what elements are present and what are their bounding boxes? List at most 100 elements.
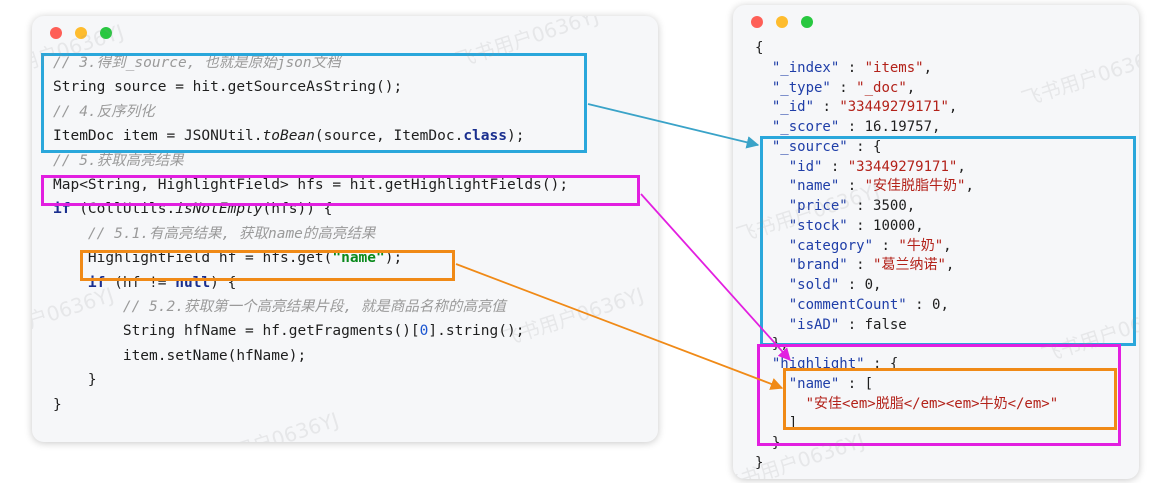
code-token: // 4.反序列化 xyxy=(53,103,155,120)
code-token: , xyxy=(940,296,949,313)
highlight-fields-code-highlight-box xyxy=(41,175,640,206)
json-line: "_index" : "items", xyxy=(755,59,932,79)
highlight-fields-connector-arrow xyxy=(640,193,791,361)
code-token: , xyxy=(932,119,941,135)
code-token: "id" xyxy=(788,158,823,175)
code-token: String source = hit.getSourceAsString(); xyxy=(53,79,403,96)
code-token: "_score" xyxy=(771,119,840,135)
code-token: "sold" xyxy=(788,277,840,293)
code-token: , xyxy=(873,277,882,293)
json-line: "_id" : "33449279171", xyxy=(755,98,957,118)
code-token: : xyxy=(839,316,865,333)
code-token: : xyxy=(830,79,857,96)
json-line: "_source" : { xyxy=(755,138,882,158)
code-token: // 5.1.有高亮结果, 获取name的高亮结果 xyxy=(87,225,376,242)
code-line: // 3.得到_source, 也就是原始json文档 xyxy=(53,53,341,73)
code-line: } xyxy=(53,395,62,415)
code-token: ] xyxy=(788,415,798,432)
code-token: 0 xyxy=(864,277,874,293)
json-line: "category" : "牛奶", xyxy=(755,237,952,257)
code-token: class xyxy=(463,128,507,145)
code-token: , xyxy=(906,198,916,214)
code-token: : xyxy=(847,198,874,214)
code-line: // 4.反序列化 xyxy=(53,102,155,122)
code-token: , xyxy=(957,158,966,175)
code-token: "安佳脱脂牛奶" xyxy=(864,178,966,195)
highlight-json-highlight-box xyxy=(757,344,1121,446)
json-line: { xyxy=(755,39,763,59)
json-line: "_score" : 16.19757, xyxy=(755,118,941,138)
code-token: toBean xyxy=(262,128,315,145)
close-window-button[interactable] xyxy=(50,27,62,39)
minimize-window-button[interactable] xyxy=(75,27,87,39)
code-token: "_source" xyxy=(771,138,848,155)
code-token: 0 xyxy=(419,323,429,340)
code-line: ItemDoc item = JSONUtil.toBean(source, I… xyxy=(53,126,524,146)
code-token: , xyxy=(923,59,933,76)
code-token: : xyxy=(839,277,865,293)
code-token: String hfName = hf.getFragments()[ xyxy=(122,323,420,340)
code-token: "name" xyxy=(332,250,385,267)
code-token: : xyxy=(873,237,899,254)
code-token: : xyxy=(847,257,874,274)
code-token: "brand" xyxy=(788,257,848,274)
code-line: String source = hit.getSourceAsString(); xyxy=(53,77,402,97)
code-line: // 5.1.有高亮结果, 获取name的高亮结果 xyxy=(53,224,376,244)
json-line: "commentCount" : 0, xyxy=(755,296,949,316)
code-token: , xyxy=(965,178,974,195)
code-token: 0 xyxy=(932,296,941,313)
hf-name-code-highlight-box xyxy=(80,250,455,281)
json-line: "安佳<em>脱脂</em><em>牛奶</em>" xyxy=(755,395,1059,415)
minimize-window-button[interactable] xyxy=(776,16,788,28)
code-token: 3500 xyxy=(873,198,907,214)
code-token: : xyxy=(839,59,865,76)
code-token: } xyxy=(755,454,764,471)
code-token: { xyxy=(755,40,764,56)
code-editor-window: // 3.得到_source, 也就是原始json文档 String source… xyxy=(32,16,658,442)
highlight-name-json-highlight-box xyxy=(783,368,1117,430)
code-token: : xyxy=(839,119,865,135)
code-token: // 3.得到_source, 也就是原始json文档 xyxy=(53,55,341,71)
hf-name-connector-arrow xyxy=(455,263,784,390)
code-token: : { xyxy=(864,356,899,372)
json-line: } xyxy=(755,454,763,474)
code-line: // 5.2.获取第一个高亮结果片段, 就是商品名称的高亮值 xyxy=(53,297,506,317)
code-token: : xyxy=(847,217,874,234)
source-connector-arrow xyxy=(587,103,760,149)
json-line: ] xyxy=(755,414,797,434)
zoom-window-button[interactable] xyxy=(801,16,813,28)
source-code-highlight-box xyxy=(41,53,587,153)
code-token: // 5.2.获取第一个高亮结果片段, 就是商品名称的高亮值 xyxy=(122,299,506,315)
code-token: "安佳<em>脱脂</em><em>牛奶</em>" xyxy=(805,395,1059,412)
code-token: Map<String, HighlightField> hfs = hit.ge… xyxy=(53,177,569,193)
code-line: // 5.获取高亮结果 xyxy=(53,151,184,171)
code-token: "_type" xyxy=(771,79,831,96)
json-line: "name" : [ xyxy=(755,375,873,395)
code-line: String hfName = hf.getFragments()[0].str… xyxy=(53,321,525,341)
json-line: "price" : 3500, xyxy=(755,197,915,217)
code-token: "category" xyxy=(788,237,874,254)
code-token: : xyxy=(822,158,848,175)
code-token: "_doc" xyxy=(856,79,907,96)
code-token: } xyxy=(53,396,62,413)
json-line: "stock" : 10000, xyxy=(755,217,924,237)
code-token: "commentCount" xyxy=(788,296,907,313)
zoom-window-button[interactable] xyxy=(100,27,112,39)
code-token: : { xyxy=(847,138,882,155)
json-line: "name" : "安佳脱脂牛奶", xyxy=(755,177,974,197)
code-token: 10000 xyxy=(873,217,916,234)
code-token: , xyxy=(906,79,916,96)
close-window-button[interactable] xyxy=(751,16,763,28)
json-line: "id" : "33449279171", xyxy=(755,158,966,178)
code-token: false xyxy=(864,316,907,333)
code-token: "33449279171" xyxy=(847,158,958,175)
code-token: "牛奶" xyxy=(898,237,944,254)
code-token: "items" xyxy=(864,59,924,76)
code-token: , xyxy=(948,99,958,116)
json-line: "brand" : "葛兰纳诺", xyxy=(755,256,955,276)
code-token: "price" xyxy=(788,198,848,214)
code-token: } xyxy=(87,372,97,389)
code-line: Map<String, HighlightField> hfs = hit.ge… xyxy=(53,175,568,195)
code-token: "name" xyxy=(788,178,840,195)
